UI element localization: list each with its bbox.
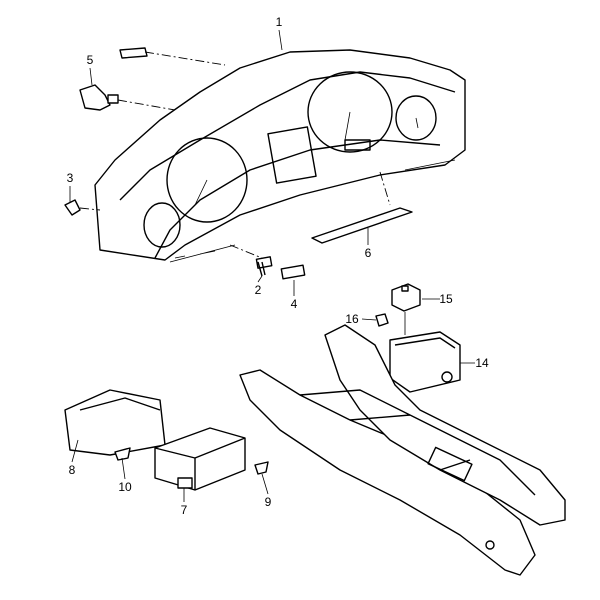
screw-2[interactable]	[255, 256, 273, 277]
callout-15[interactable]: 15	[439, 292, 453, 306]
callout-10[interactable]: 10	[118, 480, 132, 494]
control-module-7[interactable]	[154, 427, 246, 491]
strip-6[interactable]	[311, 207, 413, 244]
clip-3[interactable]	[64, 199, 81, 216]
callout-8[interactable]: 8	[68, 463, 76, 477]
callout-6[interactable]: 6	[364, 246, 372, 260]
callout-4[interactable]: 4	[290, 297, 298, 311]
leader-lines	[69, 29, 475, 502]
center-console[interactable]	[239, 324, 566, 576]
housing-14[interactable]	[389, 331, 461, 393]
bulb-holder-5[interactable]	[79, 47, 148, 111]
bracket-8[interactable]	[64, 389, 166, 456]
connector-4[interactable]	[280, 264, 306, 280]
callout-1[interactable]: 1	[275, 15, 283, 29]
clip-16[interactable]	[375, 313, 389, 327]
screw-10[interactable]	[114, 447, 131, 461]
screw-9[interactable]	[254, 461, 269, 475]
callout-5[interactable]: 5	[86, 53, 94, 67]
callout-7[interactable]: 7	[180, 503, 188, 517]
callout-9[interactable]: 9	[264, 495, 272, 509]
callout-14[interactable]: 14	[475, 356, 489, 370]
switch-15[interactable]	[391, 283, 421, 312]
instrument-cluster[interactable]	[94, 49, 466, 263]
callout-16[interactable]: 16	[345, 312, 359, 326]
callout-3[interactable]: 3	[66, 171, 74, 185]
callout-2[interactable]: 2	[254, 283, 262, 297]
